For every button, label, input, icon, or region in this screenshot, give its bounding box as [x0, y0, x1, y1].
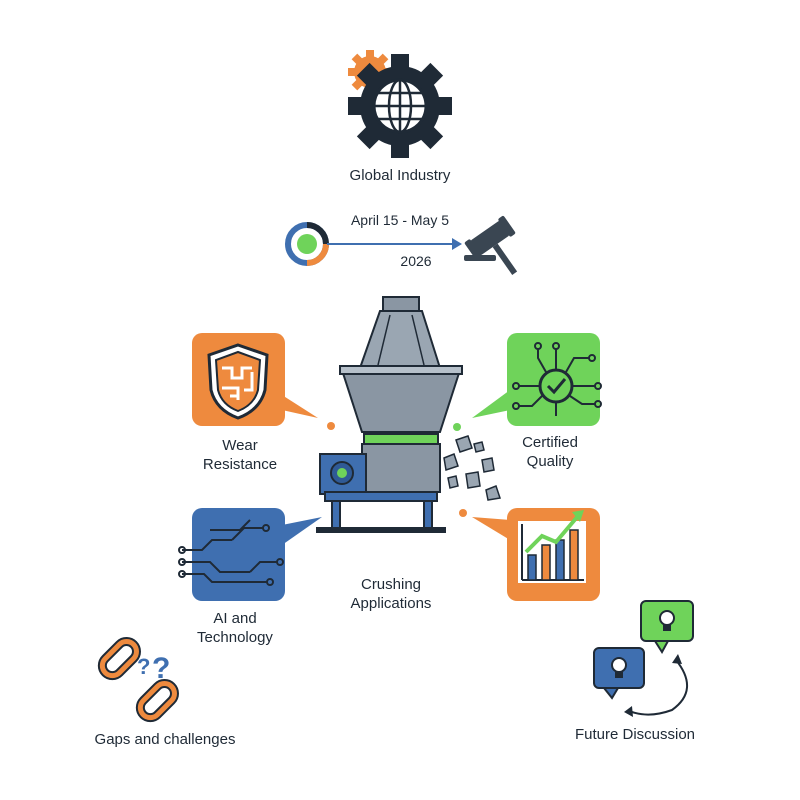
crushing-applications-label: Crushing Applications — [336, 575, 446, 613]
timeline-dates: April 15 - May 5 — [350, 212, 450, 228]
growth-panel — [472, 508, 600, 601]
gaps-challenges-label: Gaps and challenges — [94, 731, 236, 748]
gavel-icon — [464, 216, 518, 275]
certified-quality-panel — [472, 333, 602, 426]
circuit-icon — [178, 519, 284, 586]
timeline-arrow — [327, 238, 462, 250]
label-line: Quality — [526, 453, 574, 470]
label-line: Applications — [350, 595, 432, 612]
broken-chain-icon — [97, 637, 179, 723]
crusher-machine-icon — [316, 296, 501, 533]
title-label: Global Industry — [349, 167, 451, 184]
ai-technology-panel — [178, 508, 322, 601]
label-line: Wear — [222, 437, 258, 454]
timeline-year: 2026 — [400, 253, 432, 269]
label-line: Crushing — [360, 576, 422, 593]
label-line: AI and — [213, 610, 257, 627]
gear-globe-icon — [348, 50, 452, 158]
question-marks-icon: ? ? — [137, 652, 170, 685]
svg-text:?: ? — [152, 652, 170, 685]
wear-resistance-label: Wear Resistance — [185, 436, 295, 474]
label-line: Technology — [197, 629, 273, 646]
shield-icon — [207, 343, 269, 420]
future-discussion-label: Future Discussion — [574, 726, 696, 743]
ai-technology-label: AI and Technology — [180, 609, 290, 647]
wear-resistance-panel — [192, 333, 318, 426]
connector-dot — [327, 422, 335, 430]
label-line: Resistance — [202, 456, 278, 473]
connector-dot — [453, 423, 461, 431]
growth-chart-icon — [518, 510, 586, 583]
label-line: Certified — [522, 434, 578, 451]
svg-text:?: ? — [137, 654, 150, 679]
connector-dot — [459, 509, 467, 517]
lightbulb-chat-icon — [593, 600, 694, 717]
progress-ring-icon — [285, 222, 329, 266]
certified-quality-label: Certified Quality — [495, 433, 605, 471]
circuit-check-icon — [512, 342, 602, 416]
